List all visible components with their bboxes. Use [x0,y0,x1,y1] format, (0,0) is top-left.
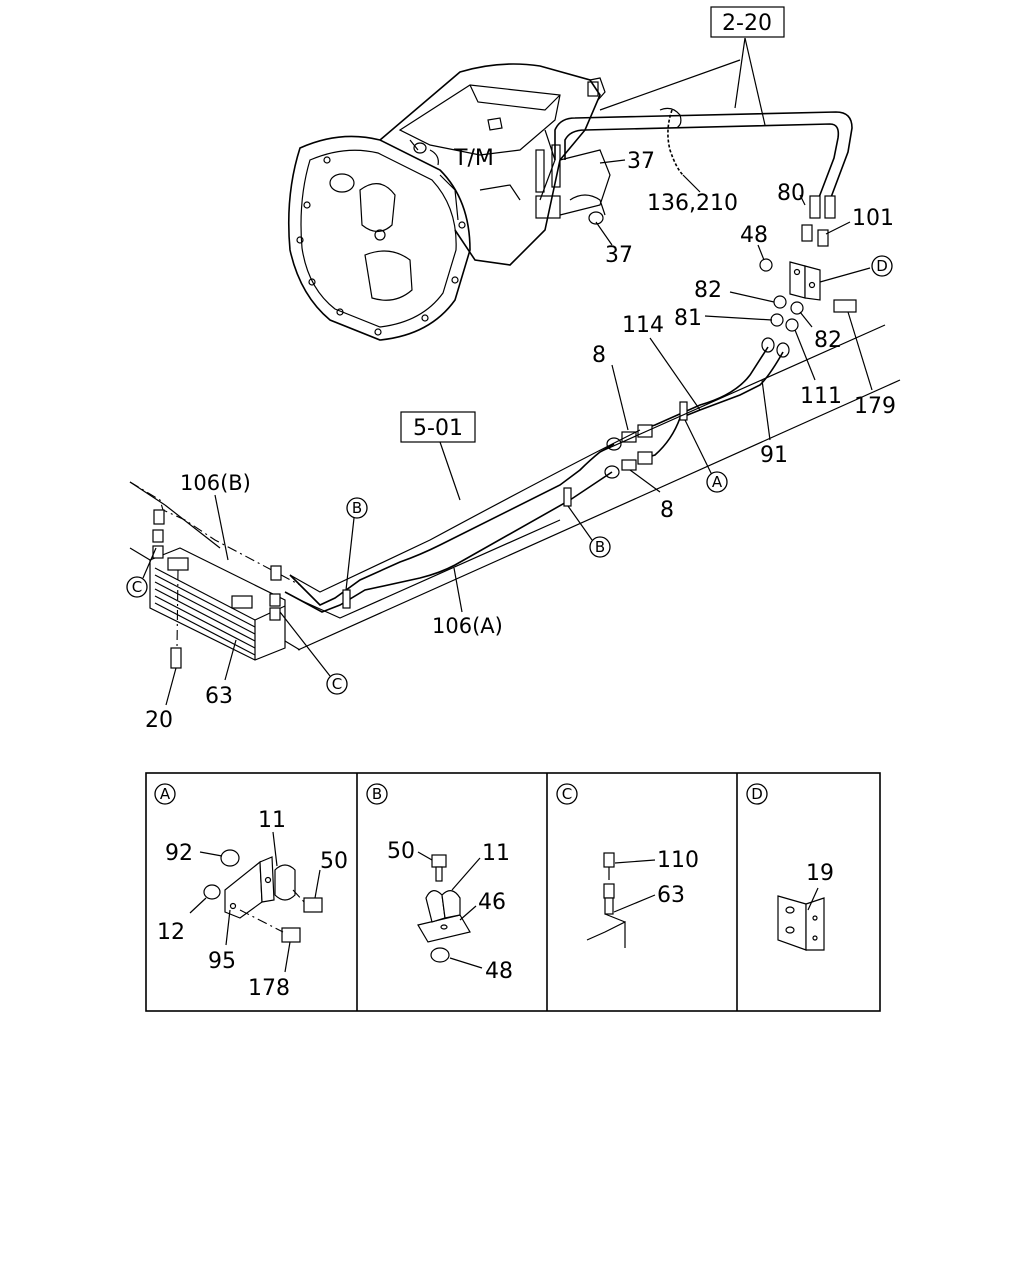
ref-2-20: 2-20 [710,6,785,38]
svg-text:D: D [876,257,888,275]
marker-c-left: C [126,576,148,598]
svg-text:C: C [562,785,572,803]
label-a-95: 95 [208,949,236,974]
label-37-lower: 37 [605,243,633,268]
label-a-50: 50 [320,849,348,874]
label-d-19: 19 [806,861,834,886]
label-tm: T/M [453,146,494,171]
svg-text:A: A [160,785,171,803]
label-37-upper: 37 [627,149,655,174]
label-114: 114 [622,313,664,338]
label-106a: 106(A) [432,614,503,638]
label-20: 20 [145,708,173,733]
svg-text:B: B [372,785,382,803]
marker-b-left: B [346,497,368,519]
svg-text:C: C [132,578,142,596]
label-a-12: 12 [157,920,185,945]
label-a-11: 11 [258,808,286,833]
label-101: 101 [852,206,894,231]
detail-c: C [556,783,626,948]
detail-d: D [746,783,825,951]
detail-b: B [366,783,471,963]
label-a-178: 178 [248,976,290,1001]
svg-text:D: D [751,785,763,803]
label-8-upper: 8 [592,343,606,368]
fittings-group [759,195,857,358]
label-c-63: 63 [657,883,685,908]
svg-text:B: B [352,499,362,517]
label-a-92: 92 [165,841,193,866]
label-82-right: 82 [814,328,842,353]
label-81: 81 [674,306,702,331]
label-82-left: 82 [694,278,722,303]
svg-text:5-01: 5-01 [413,416,463,441]
ref-5-01: 5-01 [400,411,476,443]
label-111: 111 [800,384,842,409]
connectors-8 [604,424,653,479]
label-b-50: 50 [387,839,415,864]
svg-text:2-20: 2-20 [722,11,772,36]
transmission-body [287,63,611,341]
marker-b-right: B [589,536,611,558]
label-b-46: 46 [478,890,506,915]
label-106b: 106(B) [180,471,251,495]
marker-d: D [871,255,893,277]
label-91: 91 [760,443,788,468]
label-b-11: 11 [482,841,510,866]
marker-a-main: A [706,471,728,493]
label-63: 63 [205,684,233,709]
label-48: 48 [740,223,768,248]
label-80: 80 [777,181,805,206]
label-c-110: 110 [657,848,699,873]
detail-panels [145,772,881,1012]
label-179: 179 [854,394,896,419]
marker-c-right: C [326,673,348,695]
svg-text:A: A [712,473,723,491]
label-b-48: 48 [485,959,513,984]
oil-cooler [149,509,286,669]
svg-text:B: B [595,538,605,556]
label-136-210: 136,210 [647,191,738,216]
detail-a: A [154,783,323,943]
label-8-lower: 8 [660,498,674,523]
svg-text:C: C [332,675,342,693]
